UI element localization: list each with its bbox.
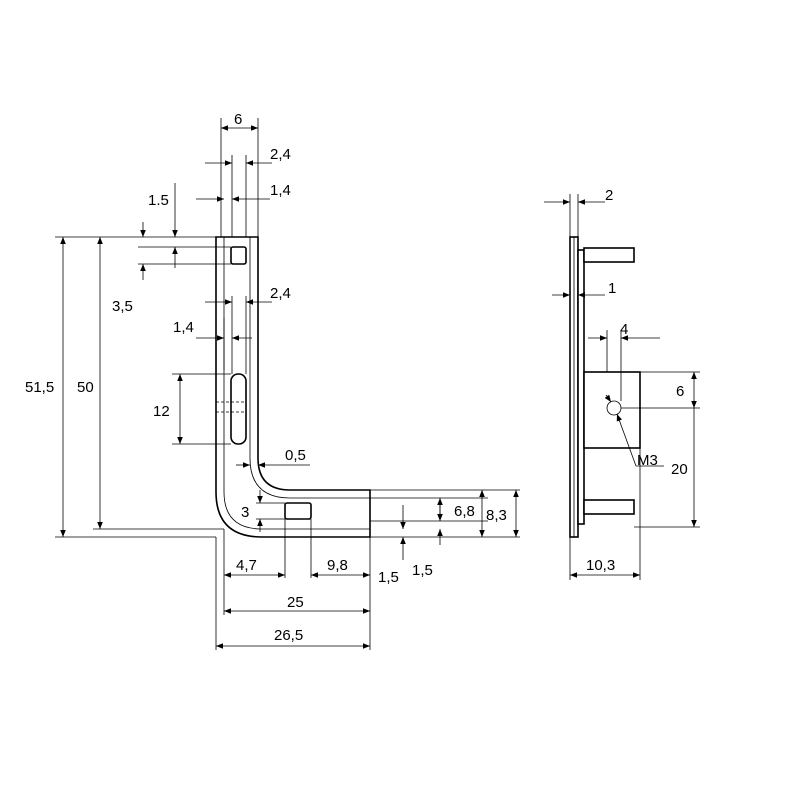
- dim-51-5: 51,5: [25, 379, 54, 396]
- dim-12: 12: [153, 403, 170, 420]
- bracket-inner-bend-2: [249, 237, 370, 499]
- dim-1-4-mid: 1,4: [173, 319, 194, 336]
- dim-1-5-top: 1.5: [148, 192, 169, 209]
- dim-4-7: 4,7: [236, 557, 257, 574]
- dim-6-8: 6,8: [454, 503, 475, 520]
- bottom-tab: [583, 499, 635, 515]
- top-square-hole: [230, 246, 247, 265]
- dim-1-4-top: 1,4: [270, 182, 291, 199]
- dim-side-10-3: 10,3: [586, 557, 615, 574]
- dim-1-5-bottom-b: 1,5: [412, 562, 433, 579]
- dim-1-5-bottom-a: 1,5: [378, 569, 399, 586]
- dim-side-1: 1: [608, 280, 616, 297]
- dim-50: 50: [77, 379, 94, 396]
- front-view: 6 2,4 1,4 1.5 3,5 2,4 1,4: [25, 111, 520, 650]
- dim-25: 25: [287, 594, 304, 611]
- side-plate-inner: [577, 249, 585, 525]
- thread-label-m3: M3: [637, 452, 658, 469]
- dim-26-5: 26,5: [274, 627, 303, 644]
- dim-8-3: 8,3: [486, 507, 507, 524]
- dim-2-4-mid: 2,4: [270, 285, 291, 302]
- dim-3: 3: [241, 504, 249, 521]
- side-view: 2 1 4 6 20 M3 10,3: [544, 187, 700, 580]
- dim-side-2: 2: [605, 187, 613, 204]
- bracket-inner-bend: [223, 237, 370, 530]
- nut-block: [583, 371, 641, 449]
- top-tab: [583, 247, 635, 263]
- dim-9-8: 9,8: [327, 557, 348, 574]
- bracket-outline: [215, 236, 371, 538]
- dim-side-20: 20: [671, 461, 688, 478]
- dim-width-top: 6: [234, 111, 242, 128]
- bottom-slot: [284, 502, 312, 520]
- dim-side-4: 4: [620, 321, 628, 338]
- vertical-slot: [230, 373, 247, 445]
- dim-side-6: 6: [676, 383, 684, 400]
- dim-0-5: 0,5: [285, 447, 306, 464]
- dim-3-5: 3,5: [112, 298, 133, 315]
- dim-2-4-top: 2,4: [270, 146, 291, 163]
